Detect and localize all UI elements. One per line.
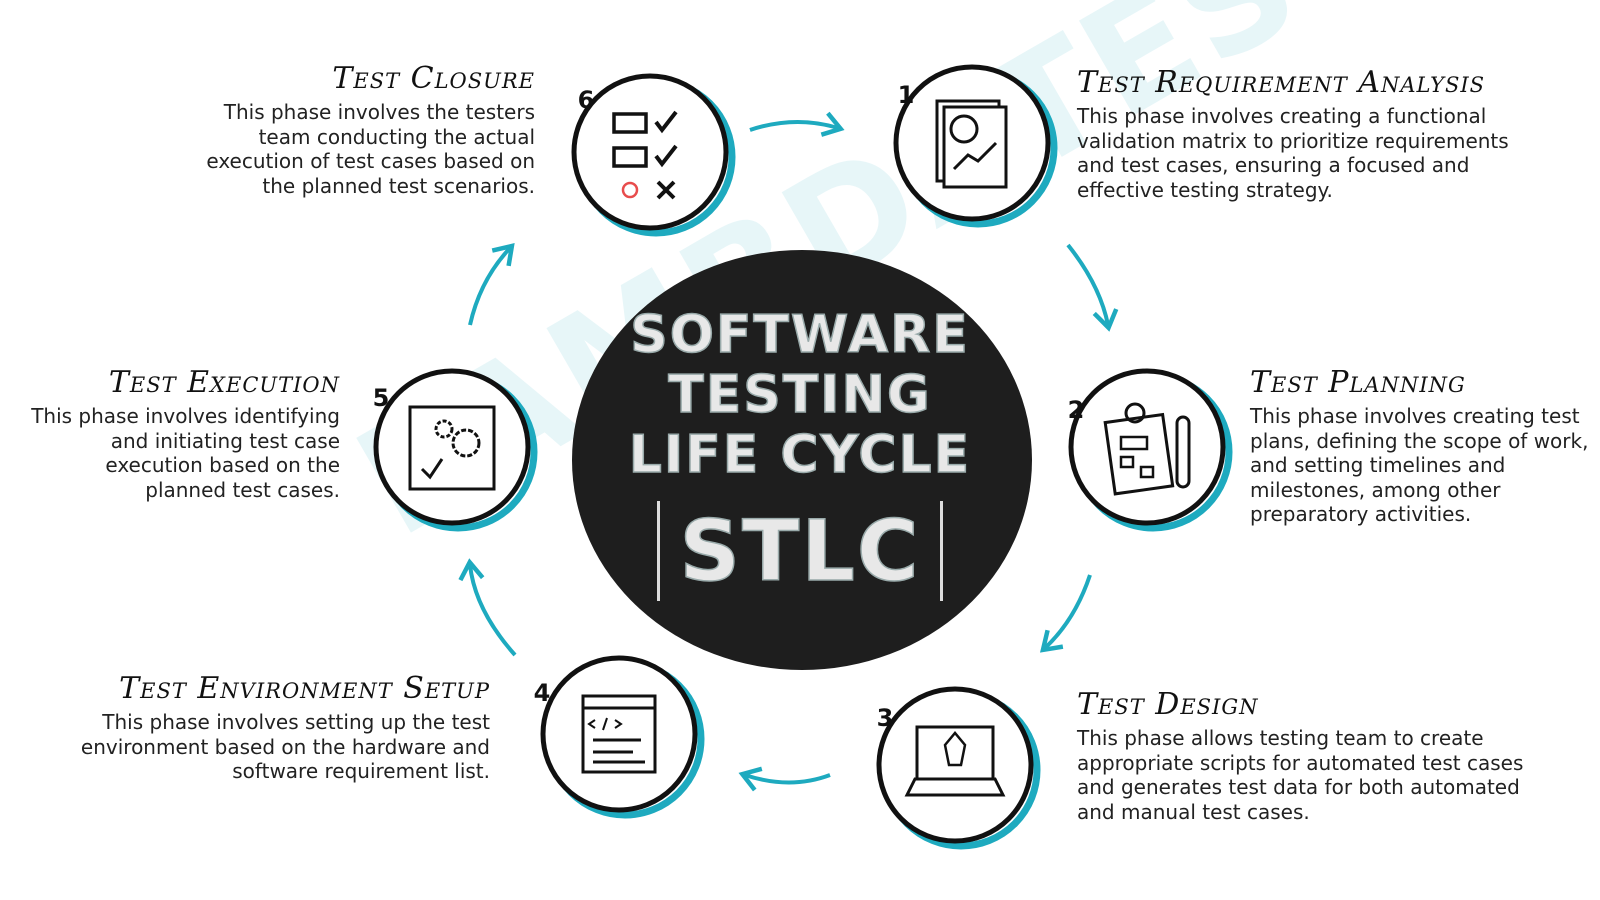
center-line-1: SOFTWARE (630, 304, 970, 366)
phase-description: This phase involves setting up the test … (80, 710, 490, 783)
arrow-6-to-1 (749, 111, 845, 137)
laptop-design-icon (904, 725, 1006, 797)
arrow-1-to-2 (1066, 243, 1119, 332)
report-document-icon (935, 99, 1008, 189)
center-blob (572, 250, 1032, 670)
center-title: SOFTWARE TESTING LIFE CYCLE STLC (582, 304, 1018, 601)
phase-title: Test Design (1077, 687, 1259, 722)
badge-4: 4 (522, 673, 562, 713)
phase-description: This phase involves identifying and init… (31, 404, 340, 502)
arrow-4-to-5 (458, 558, 517, 657)
phase-title: Test Environment Setup (119, 671, 490, 706)
phase-circles (373, 64, 1233, 850)
arrow-3-to-4 (738, 766, 831, 792)
phase-test-execution: Test Execution This phase involves ident… (20, 366, 340, 502)
badge-2: 2 (1056, 390, 1096, 430)
phase-circle-1 (893, 64, 1058, 228)
phase-circle-4 (540, 655, 705, 819)
gears-check-icon (408, 405, 496, 491)
phase-test-environment-setup: Test Environment Setup This phase involv… (20, 672, 490, 784)
phase-description: This phase involves creating a functiona… (1077, 104, 1509, 202)
arrow-5-to-6 (468, 243, 515, 326)
phase-title: Test Execution (108, 365, 340, 400)
phase-title: Test Planning (1250, 365, 1466, 400)
code-window-icon (581, 694, 657, 774)
phase-circle-6 (571, 73, 736, 237)
phase-test-planning: Test Planning This phase involves creati… (1250, 366, 1590, 527)
clipboard-plan-icon (1103, 402, 1191, 496)
badge-3: 3 (865, 698, 905, 738)
phase-description: This phase allows testing team to create… (1077, 726, 1524, 824)
phase-title: Test Requirement Analysis (1077, 65, 1486, 100)
circle-outline (571, 73, 729, 231)
badge-number: 3 (876, 704, 894, 732)
phase-test-closure: Test Closure This phase involves the tes… (170, 62, 535, 198)
phase-description: This phase involves the testers team con… (206, 100, 535, 198)
badge-number: 6 (577, 86, 595, 114)
checklist-bug-icon (612, 110, 678, 200)
phase-circle-5 (373, 368, 538, 532)
phase-test-requirement-analysis: Test Requirement Analysis This phase inv… (1077, 66, 1547, 202)
badge-number: 1 (897, 81, 915, 109)
center-abbr: STLC (656, 501, 944, 601)
phase-circle-2 (1068, 368, 1233, 532)
arrow-2-to-3 (1040, 574, 1092, 653)
center-line-2: TESTING (668, 364, 932, 426)
center-line-3: LIFE CYCLE (628, 424, 972, 486)
phase-title: Test Closure (332, 61, 535, 96)
phase-circle-3 (876, 686, 1041, 850)
badge-5: 5 (361, 378, 401, 418)
badge-number: 2 (1067, 396, 1085, 424)
badge-6: 6 (566, 80, 606, 120)
phase-description: This phase involves creating test plans,… (1250, 404, 1589, 526)
badge-number: 4 (533, 679, 551, 707)
badge-1: 1 (886, 75, 926, 115)
phase-test-design: Test Design This phase allows testing te… (1077, 688, 1547, 824)
badge-number: 5 (372, 384, 390, 412)
